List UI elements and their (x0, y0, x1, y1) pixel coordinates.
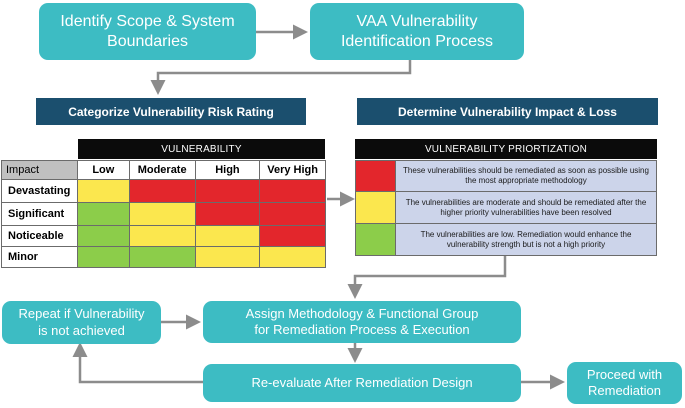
priority-description: The vulnerabilities are low. Remediation… (395, 223, 657, 256)
matrix-cell (76, 246, 130, 268)
prioritization-header: VULNERABILITY PRIORTIZATION (355, 139, 657, 159)
priority-description: The vulnerabilities are moderate and sho… (395, 191, 657, 224)
matrix-cell (128, 202, 196, 226)
matrix-row-devastating: Devastating (1, 179, 326, 203)
matrix-col-very-high: Very High (259, 160, 326, 180)
matrix-cell (76, 225, 130, 247)
assign-box: Assign Methodology & Functional Group fo… (203, 301, 521, 343)
matrix-row-label: Significant (1, 202, 78, 226)
proceed-box: Proceed with Remediation (567, 362, 682, 404)
categorize-label: Categorize Vulnerability Risk Rating (68, 104, 274, 119)
determine-label: Determine Vulnerability Impact & Loss (398, 104, 617, 119)
priority-swatch (355, 223, 396, 256)
prioritization-header-label: VULNERABILITY PRIORTIZATION (424, 143, 588, 155)
arrow-reevaluate-to-repeat (72, 342, 203, 384)
matrix-row-label: Noticeable (1, 225, 78, 247)
matrix-cell (259, 179, 326, 203)
matrix-column-header-row: Impact Low Moderate High Very High (1, 160, 326, 180)
matrix-cell (194, 202, 261, 226)
matrix-cell (259, 246, 326, 268)
prioritization-row-high: These vulnerabilities should be remediat… (355, 160, 657, 192)
identify-scope-label: Identify Scope & System Boundaries (60, 12, 235, 50)
matrix-col-low: Low (76, 160, 130, 180)
matrix-cell (76, 179, 130, 203)
matrix-cell (128, 225, 196, 247)
matrix-corner-impact: Impact (1, 160, 78, 180)
matrix-header: VULNERABILITY (78, 139, 325, 159)
reevaluate-box: Re-evaluate After Remediation Design (203, 364, 521, 402)
matrix-cell (259, 225, 326, 247)
priority-description: These vulnerabilities should be remediat… (395, 160, 657, 192)
proceed-label: Proceed with Remediation (586, 366, 663, 398)
identify-scope-box: Identify Scope & System Boundaries (39, 3, 256, 60)
matrix-cell (76, 202, 130, 226)
assign-label: Assign Methodology & Functional Group fo… (245, 305, 479, 337)
matrix-row-label: Devastating (1, 179, 78, 203)
matrix-cell (259, 202, 326, 226)
matrix-cell (128, 179, 196, 203)
matrix-col-high: High (194, 160, 261, 180)
categorize-bar: Categorize Vulnerability Risk Rating (36, 98, 306, 125)
matrix-cell (194, 179, 261, 203)
vaa-process-box: VAA Vulnerability Identification Process (310, 3, 524, 60)
matrix-col-moderate: Moderate (128, 160, 196, 180)
repeat-label: Repeat if Vulnerability is not achieved (18, 306, 145, 338)
prioritization-row-moderate: The vulnerabilities are moderate and sho… (355, 191, 657, 224)
vaa-process-label: VAA Vulnerability Identification Process (340, 12, 494, 50)
matrix-row-significant: Significant (1, 202, 326, 226)
matrix-header-label: VULNERABILITY (161, 143, 242, 155)
matrix-cell (128, 246, 196, 268)
matrix-cell (194, 225, 261, 247)
prioritization-table: These vulnerabilities should be remediat… (355, 160, 657, 256)
matrix-row-noticeable: Noticeable (1, 225, 326, 247)
prioritization-row-low: The vulnerabilities are low. Remediation… (355, 223, 657, 256)
repeat-box: Repeat if Vulnerability is not achieved (2, 301, 161, 344)
priority-swatch (355, 160, 396, 192)
reevaluate-label: Re-evaluate After Remediation Design (251, 374, 473, 390)
risk-matrix: Impact Low Moderate High Very High Devas… (1, 160, 326, 268)
matrix-cell (194, 246, 261, 268)
matrix-row-label: Minor (1, 246, 78, 268)
arrow-prioritization-to-assign (347, 256, 507, 299)
priority-swatch (355, 191, 396, 224)
matrix-row-minor: Minor (1, 246, 326, 268)
determine-bar: Determine Vulnerability Impact & Loss (357, 98, 658, 125)
arrow-vaa-to-categorize (150, 60, 412, 95)
